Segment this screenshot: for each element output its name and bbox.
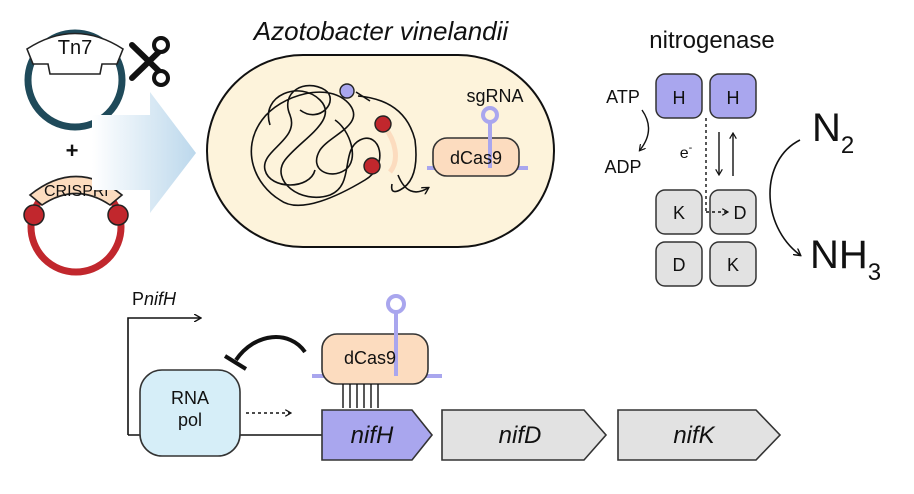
locus-marker-purple [339, 83, 355, 99]
dcas9-operon [321, 333, 429, 385]
d-subunit-1 [709, 189, 757, 235]
k-subunit-1 [655, 189, 703, 235]
repression-arc [234, 335, 307, 362]
organism-label: Azotobacter vinelandii [252, 16, 510, 46]
gene-nifd [441, 409, 608, 461]
dcas9-cell [432, 137, 520, 177]
fe-protein-dimer: H H [655, 73, 757, 119]
d1-label: D [734, 203, 747, 223]
tn7-cassette [26, 32, 124, 75]
mofe-protein: K D D K [655, 189, 757, 287]
k-subunit-2 [709, 241, 757, 287]
bacterial-cell [206, 54, 555, 248]
crispri-plasmid: CRISPRi [23, 175, 129, 276]
sgrna-label: sgRNA [466, 86, 523, 106]
h1-label: H [673, 88, 686, 108]
rna-polymerase [139, 369, 241, 457]
tn7-plasmid: Tn7 [24, 29, 126, 131]
repression-bar [223, 354, 248, 371]
gene-nifh [321, 409, 434, 461]
gene-nifh-label: nifH [351, 422, 394, 449]
sgrna-base-pairing [342, 384, 379, 408]
atp-label: ATP [606, 87, 640, 107]
crispri-marker-right [107, 204, 129, 226]
h-subunit-1 [655, 73, 703, 119]
gene-nifd-label: nifD [499, 422, 542, 449]
h2-label: H [727, 88, 740, 108]
electron-label: e- [680, 142, 693, 162]
nh3-label: NH3 [810, 233, 881, 286]
transformation-arrow [92, 92, 196, 213]
insert-marker-top [374, 115, 392, 133]
atp-hydrolysis-arrow [640, 109, 650, 150]
k1-label: K [673, 203, 685, 223]
d-subunit-2 [655, 241, 703, 287]
plus-sign: + [66, 138, 79, 163]
sgrna-loop-cell [481, 106, 499, 124]
chromosome [250, 84, 381, 206]
promoter-arrow [127, 318, 200, 435]
expression-arrow [397, 174, 428, 192]
k2-label: K [727, 255, 739, 275]
scissors-icon [129, 36, 170, 87]
target-locus-strand [357, 95, 417, 193]
rna-pol-label-line2: pol [178, 410, 202, 430]
sgrna-loop-operon [386, 294, 406, 314]
d2-label: D [673, 255, 686, 275]
locus-tick [355, 91, 371, 102]
nitrogenase-title: nitrogenase [649, 27, 774, 54]
h-subunit-2 [709, 73, 757, 119]
promoter-label: PnifH [132, 289, 177, 309]
gene-nifk-label: nifK [673, 422, 715, 449]
dcas9-cell-label: dCas9 [450, 148, 502, 168]
reduction-arrow [769, 139, 800, 255]
insert-marker-bottom [363, 157, 381, 175]
rna-pol-label-line1: RNA [171, 388, 209, 408]
tn7-label: Tn7 [58, 37, 92, 59]
adp-label: ADP [604, 157, 641, 177]
gene-nifk [617, 409, 782, 461]
n2-label: N2 [812, 106, 854, 159]
dcas9-operon-label: dCas9 [344, 348, 396, 368]
crispri-marker-left [23, 204, 45, 226]
